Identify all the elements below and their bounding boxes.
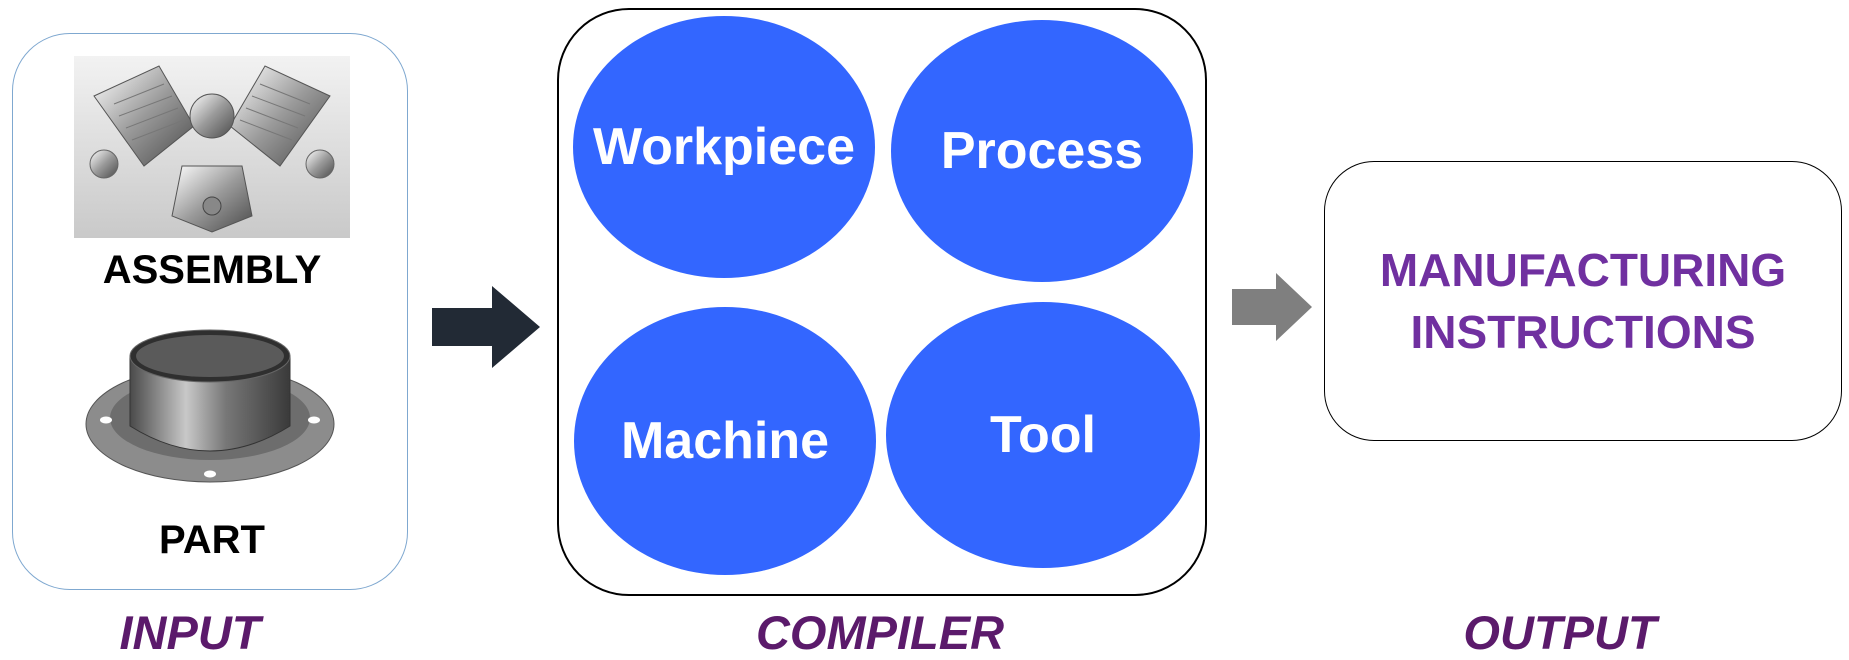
oval-tool: Tool — [886, 302, 1200, 568]
arrow-right-icon — [432, 286, 540, 368]
output-section-label: OUTPUT — [1463, 606, 1657, 659]
compiler-section-label: COMPILER — [755, 606, 1005, 659]
part-label: PART — [159, 518, 265, 562]
output-line-2: INSTRUCTIONS — [1410, 306, 1756, 358]
arrow-right-icon — [1232, 273, 1312, 341]
output-text: MANUFACTURING INSTRUCTIONS — [1324, 161, 1842, 441]
oval-workpiece: Workpiece — [573, 16, 875, 278]
oval-machine: Machine — [574, 307, 876, 575]
output-box — [1324, 161, 1842, 441]
output-line-1: MANUFACTURING — [1379, 244, 1787, 296]
input-section-label: INPUT — [119, 606, 261, 659]
assembly-image — [74, 56, 350, 238]
assembly-label: ASSEMBLY — [102, 248, 322, 292]
part-image — [85, 329, 335, 483]
oval-process: Process — [891, 20, 1193, 282]
